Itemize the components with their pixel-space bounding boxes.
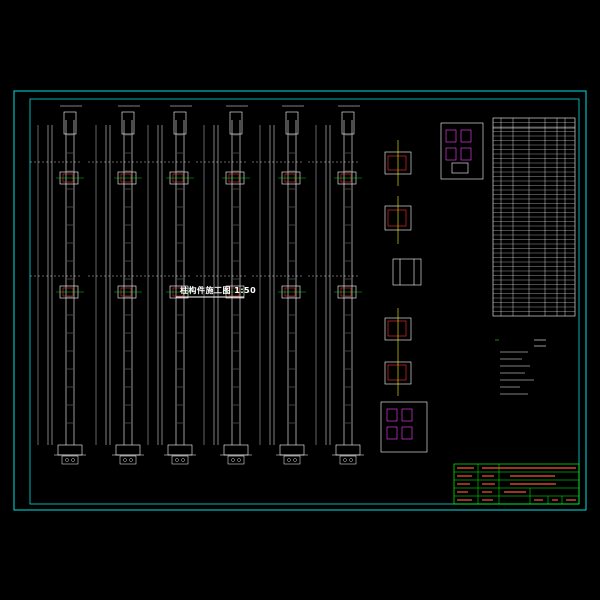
plan-detail-bottom — [380, 401, 428, 453]
material-schedule-table — [492, 117, 576, 317]
column-elevation — [308, 105, 364, 465]
sheet-border-outer — [13, 90, 587, 511]
section-details — [384, 140, 422, 396]
column-elevation — [30, 105, 86, 465]
column-elevation — [196, 105, 252, 465]
drawing-caption: 柱构件施工图 1:50 — [180, 286, 257, 295]
column-elevations — [30, 105, 364, 465]
general-notes — [495, 339, 546, 395]
column-elevation — [88, 105, 144, 465]
column-elevation — [252, 105, 308, 465]
title-block — [453, 463, 580, 505]
sheet-border-inner — [29, 98, 580, 505]
column-elevation — [140, 105, 196, 465]
plan-detail-top — [440, 122, 484, 180]
